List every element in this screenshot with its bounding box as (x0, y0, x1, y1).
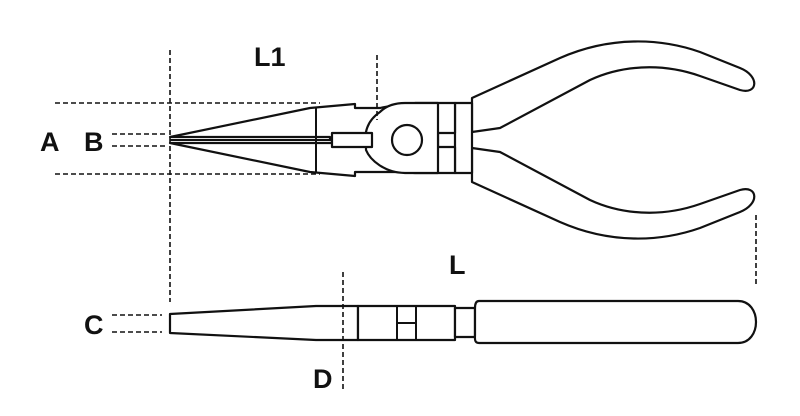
side-handle (473, 299, 758, 345)
label-a: A (40, 127, 60, 157)
handle-collar (453, 101, 474, 175)
upper-handle (470, 40, 756, 134)
label-c: C (84, 310, 104, 340)
pliers-side-view (168, 299, 758, 345)
side-jaw (168, 304, 360, 342)
label-l: L (449, 250, 466, 280)
side-collar (453, 306, 477, 339)
label-l1: L1 (254, 42, 286, 72)
pliers-top-view (168, 40, 756, 240)
lower-handle (470, 146, 756, 240)
pivot-rivet (390, 123, 424, 157)
label-b: B (84, 127, 104, 157)
label-d: D (313, 364, 333, 394)
jaw-groove (330, 131, 374, 149)
dimension-lines (55, 50, 757, 390)
